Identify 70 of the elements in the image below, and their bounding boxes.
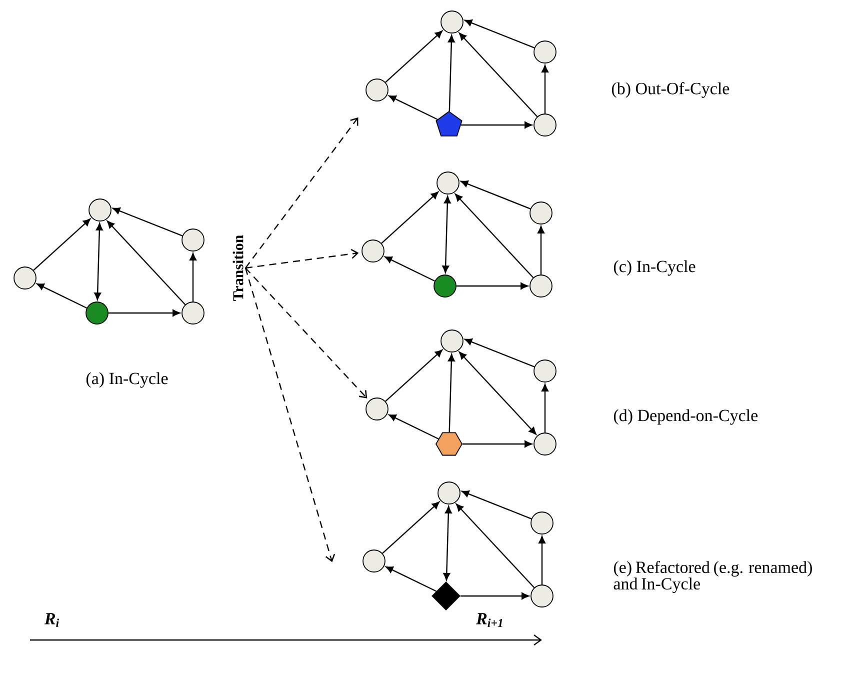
arrow <box>385 350 443 402</box>
arrow <box>462 490 532 520</box>
arrow <box>94 222 103 300</box>
arrow <box>190 252 196 302</box>
circle-node <box>366 78 388 102</box>
caption: (d) Depend-on-Cycle <box>614 409 758 425</box>
arrow <box>460 180 531 210</box>
arrow <box>542 64 548 114</box>
axis-label: R$_{i+1}$ <box>476 613 502 627</box>
circle-node <box>534 114 556 136</box>
circle-node <box>362 240 384 262</box>
arrow <box>388 95 438 120</box>
arrow <box>448 354 455 432</box>
circle-node <box>436 172 460 194</box>
circle-node <box>534 432 556 456</box>
arrow <box>443 506 452 580</box>
arrow <box>108 310 180 316</box>
arrow <box>538 226 544 275</box>
circle-node <box>530 512 554 534</box>
circle-node <box>366 398 388 420</box>
dashed-arrow <box>244 268 336 562</box>
arrow <box>106 220 186 306</box>
axis-label: R$_{i}$ <box>44 613 60 627</box>
caption: (a) In-Cycle <box>86 372 168 388</box>
caption: (e) Refactored (e.g. renamed) and In-Cycle <box>614 560 812 594</box>
dashed-arrow <box>245 268 368 398</box>
arrow <box>442 196 451 274</box>
circle-node <box>88 198 112 222</box>
circle-node <box>86 302 108 324</box>
arrow <box>462 440 532 448</box>
circle-node <box>530 274 552 298</box>
arrow <box>112 207 183 236</box>
circle-node <box>534 360 556 382</box>
arrow <box>381 192 439 244</box>
arrow <box>448 34 455 112</box>
circle-node <box>530 584 554 608</box>
rotated-label: Transition <box>232 235 244 301</box>
circle-node <box>182 302 204 324</box>
arrow <box>458 352 536 435</box>
arrow <box>464 19 535 48</box>
arrow <box>382 502 440 554</box>
arrow <box>456 282 528 290</box>
caption: (c) In-Cycle <box>614 260 696 276</box>
arrow <box>460 122 532 128</box>
circle-node <box>440 10 464 34</box>
dashed-arrow <box>245 248 359 269</box>
circle-node <box>534 40 556 64</box>
arrow <box>388 414 439 440</box>
diamond-node <box>432 582 460 610</box>
caption: (b) Out-Of-Cycle <box>612 82 730 98</box>
arrow <box>386 566 437 592</box>
arrow <box>456 504 535 588</box>
arrow <box>460 592 530 600</box>
circle-node <box>440 330 464 352</box>
circle-node <box>434 274 456 298</box>
circle-node <box>530 202 552 224</box>
arrow <box>464 338 535 368</box>
dashed-arrow <box>245 117 358 268</box>
arrow <box>384 256 435 282</box>
circle-node <box>438 482 460 504</box>
arrow <box>36 283 87 309</box>
circle-node <box>14 266 36 290</box>
circle-node <box>362 550 386 572</box>
arrow <box>454 194 534 278</box>
arrow <box>385 30 443 83</box>
arrow <box>33 218 91 271</box>
arrow <box>538 536 546 585</box>
arrow <box>542 384 548 433</box>
arrow <box>458 32 538 118</box>
circle-node <box>182 228 204 252</box>
